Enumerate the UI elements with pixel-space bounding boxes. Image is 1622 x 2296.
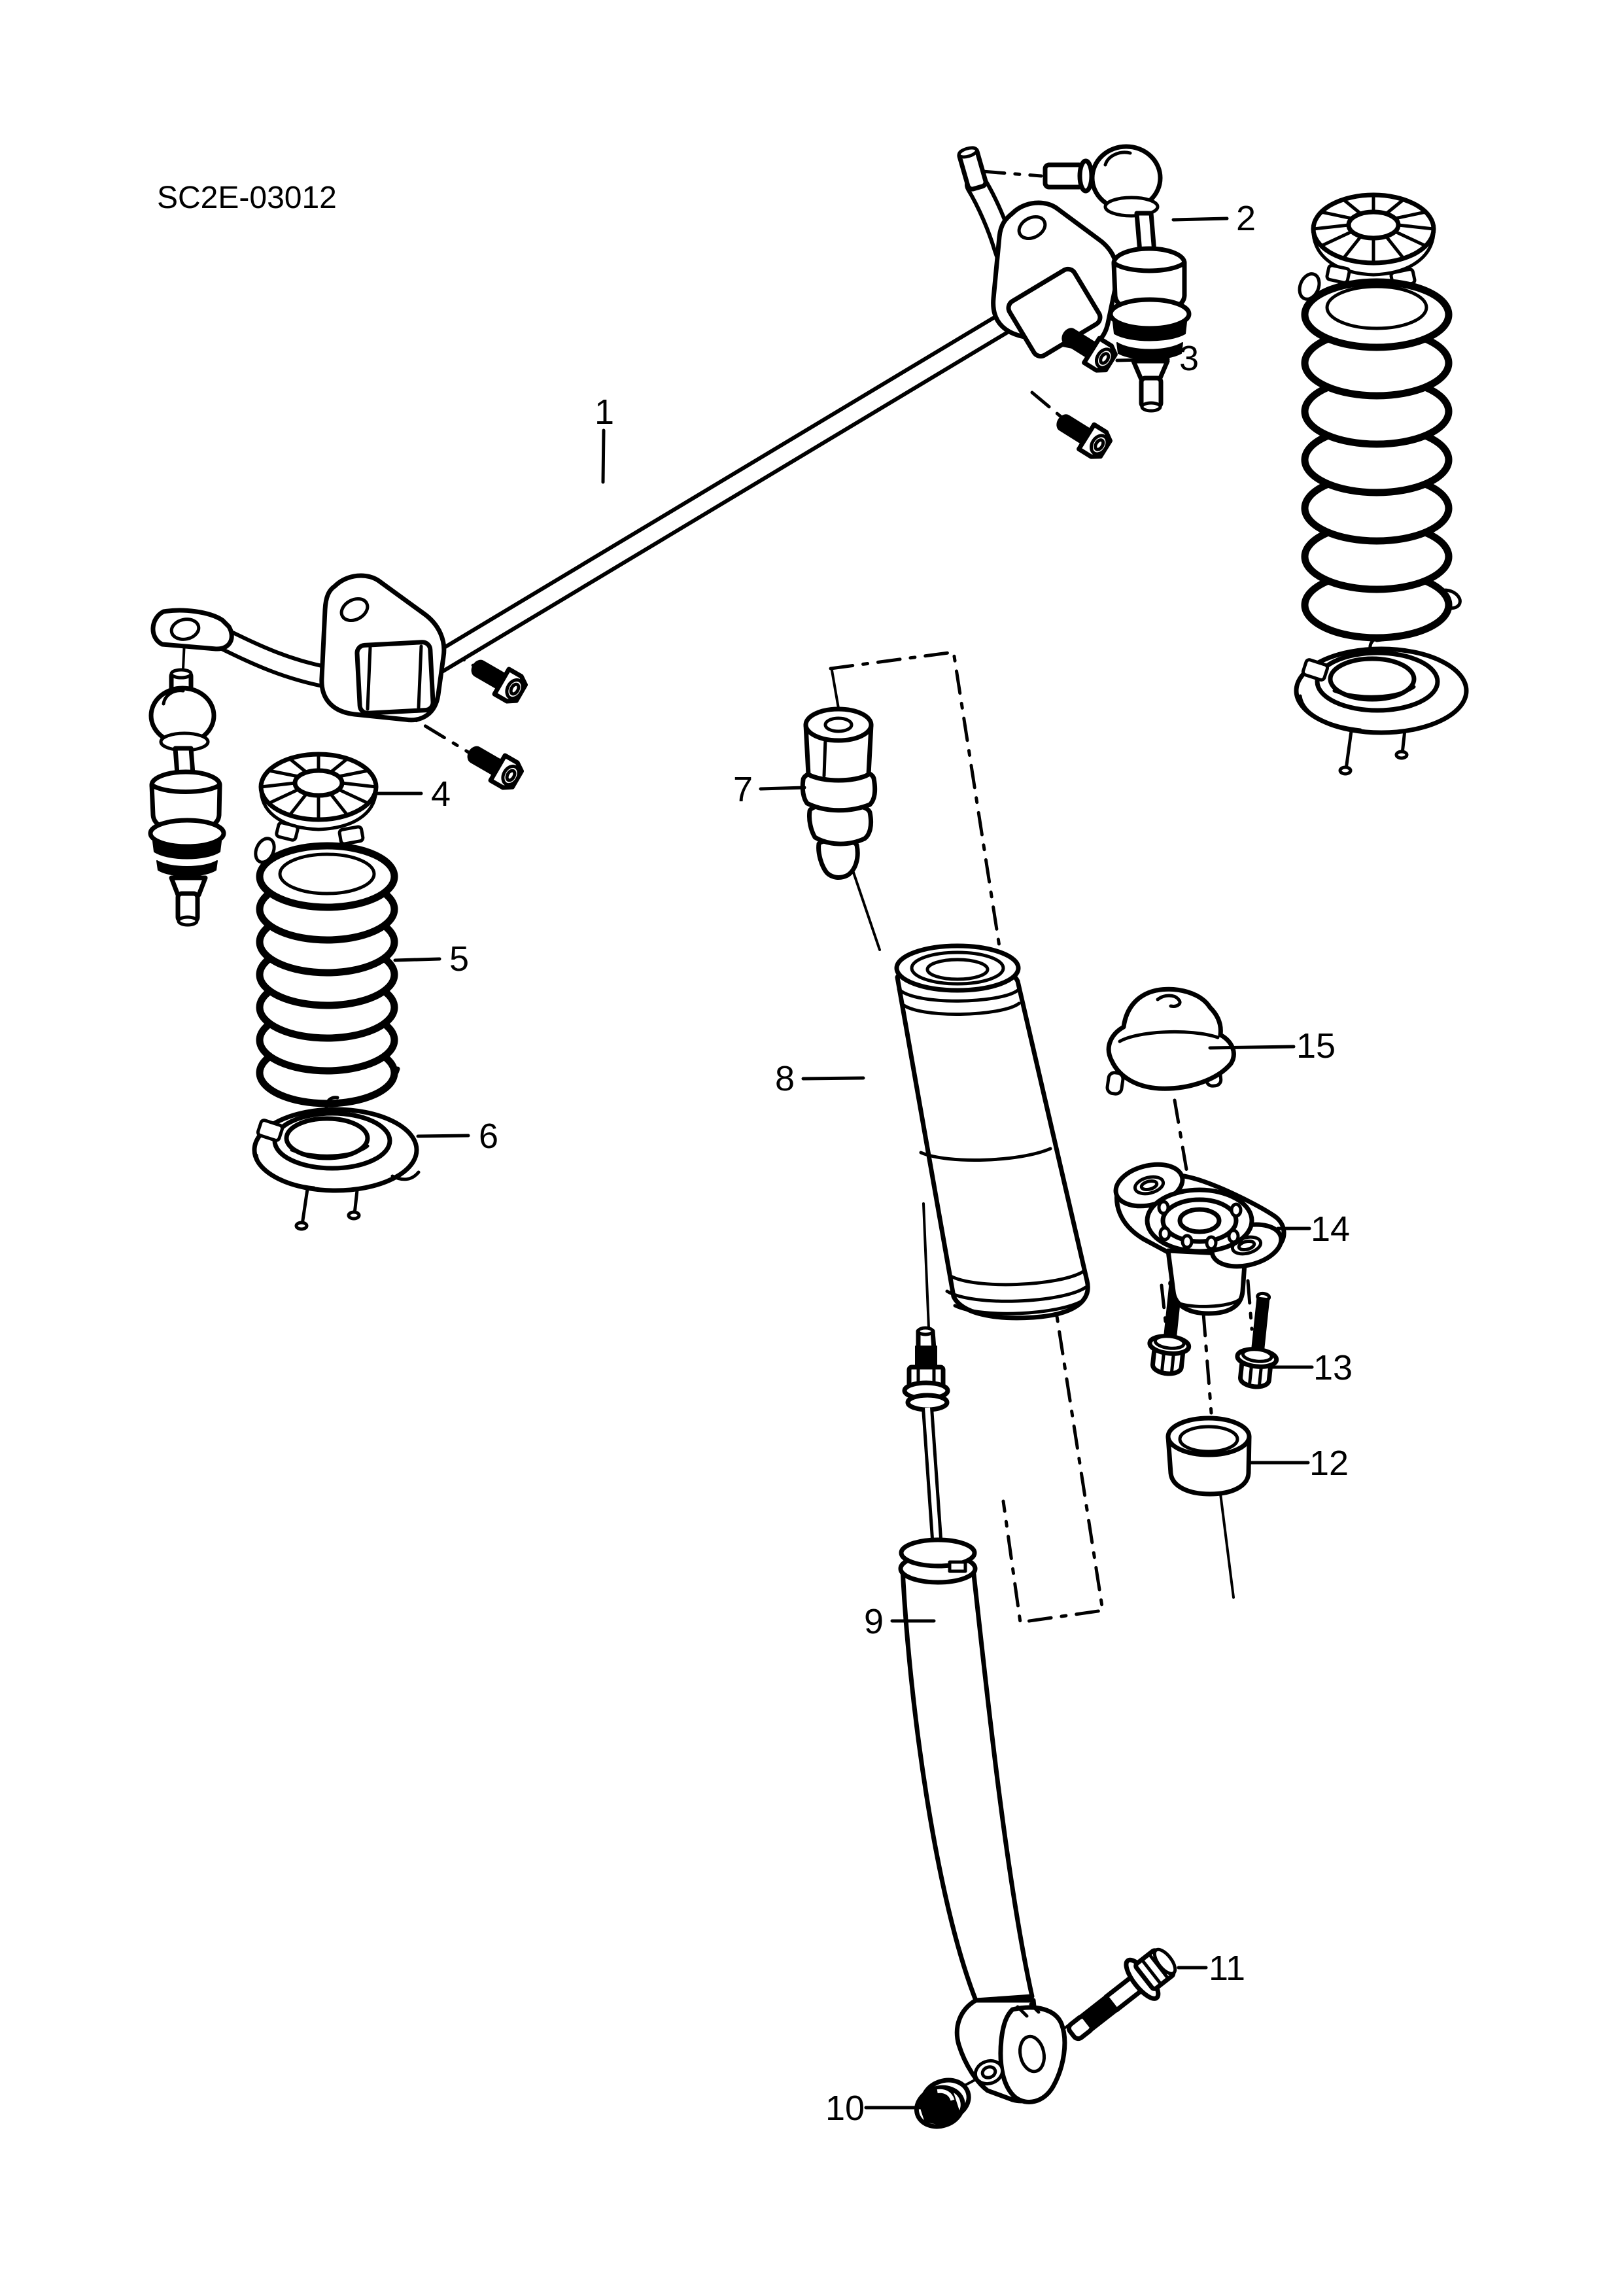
mount-rivet-holes [1157, 1200, 1243, 1251]
left-stabilizer-link [148, 668, 226, 927]
upper-right-lower-seat [1294, 636, 1469, 776]
callout-4: 4 [431, 774, 451, 814]
callout-5: 5 [449, 939, 469, 979]
insulator-fins [259, 752, 378, 822]
part-11-mounting-bolt [1066, 1947, 1177, 2042]
callout-15: 15 [1296, 1026, 1336, 1066]
callout-1: 1 [595, 392, 614, 432]
callout-6: 6 [479, 1117, 498, 1156]
upper-right-insulator [1311, 192, 1436, 288]
part-12-mount-spacer [1165, 1416, 1252, 1497]
bar-upper-tip [957, 146, 988, 192]
part-7-bump-stopper [800, 706, 878, 880]
callout-labels: 1 2 3 4 5 6 7 8 9 10 11 12 13 14 15 [431, 199, 1353, 2128]
callout-2: 2 [1236, 199, 1256, 238]
callout-7: 7 [733, 770, 753, 809]
callout-3: 3 [1179, 339, 1199, 378]
part-3-bolts [462, 321, 1118, 791]
part-15-mount-cap [1105, 986, 1236, 1096]
part-14-upper-mount [1113, 1162, 1286, 1316]
diagram-code: SC2E-03012 [157, 181, 337, 215]
upper-right-coil-spring [1298, 272, 1462, 642]
part-5-coil-spring [254, 837, 400, 1107]
leader-lines [375, 217, 1314, 2110]
part-10-lock-nut [914, 2078, 971, 2129]
callout-10: 10 [825, 2089, 865, 2128]
callout-11: 11 [1209, 1949, 1245, 1988]
part-4-upper-insulator [258, 752, 379, 846]
callout-14: 14 [1311, 1209, 1350, 1249]
reference-dash-lines [383, 169, 1254, 1624]
callout-13: 13 [1313, 1348, 1353, 1387]
callout-8: 8 [775, 1059, 795, 1098]
top-bushing-bracket [991, 200, 1120, 359]
part-6-lower-seat [252, 1096, 421, 1231]
part-9-shock-absorber [898, 1326, 1067, 2104]
part-2-stabilizer-link [1043, 144, 1192, 413]
callout-9: 9 [864, 1602, 884, 1641]
part-8-dust-cover [894, 943, 1090, 1321]
left-bushing-bracket [319, 573, 447, 723]
callout-12: 12 [1309, 1444, 1349, 1483]
